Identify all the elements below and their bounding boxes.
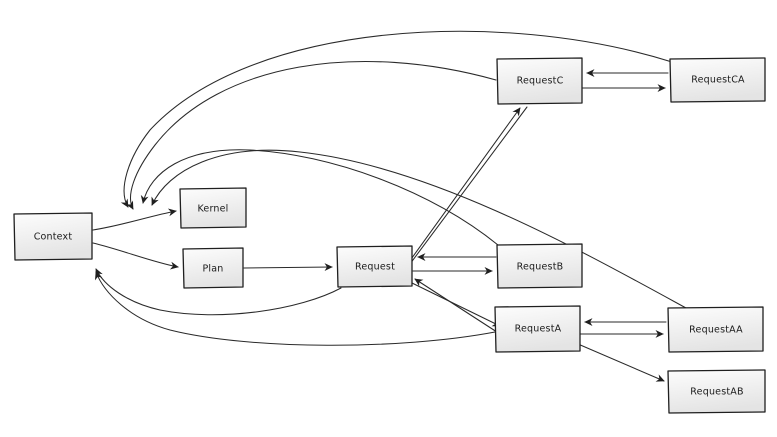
node-requestA-shape[interactable] bbox=[494, 305, 581, 353]
edge-request-to-context bbox=[95, 268, 342, 316]
edge-requestAA-to-context bbox=[151, 149, 687, 309]
node-context-label: Context bbox=[34, 232, 73, 243]
edge-request-to-requestA bbox=[411, 282, 501, 327]
node-requestC-shape[interactable] bbox=[496, 57, 583, 105]
edge-requestA-to-requestAB bbox=[577, 343, 665, 382]
edge-requestC-to-context bbox=[125, 61, 497, 210]
node-requestAB[interactable]: RequestAB bbox=[667, 369, 766, 414]
node-requestB-shape[interactable] bbox=[496, 243, 583, 289]
node-requestC[interactable]: RequestC bbox=[496, 57, 583, 105]
node-requestAB-shape[interactable] bbox=[667, 369, 766, 414]
node-request[interactable]: Request bbox=[336, 245, 413, 288]
edge-context-to-plan bbox=[92, 242, 179, 270]
node-requestAA-label: RequestAA bbox=[689, 325, 743, 336]
node-requestB-label: RequestB bbox=[517, 262, 564, 273]
node-requestAA-shape[interactable] bbox=[667, 306, 764, 353]
edge-requestA-to-context bbox=[94, 271, 496, 346]
node-kernel-shape[interactable] bbox=[179, 187, 247, 229]
node-requestC-label: RequestC bbox=[517, 76, 564, 87]
node-context-shape[interactable] bbox=[13, 212, 93, 261]
node-requestCA-shape[interactable] bbox=[669, 57, 766, 103]
edge-plan-to-request bbox=[243, 263, 333, 272]
edge-request-to-requestC bbox=[408, 107, 521, 263]
edge-requestB-to-context bbox=[140, 149, 499, 246]
edge-requestCA-to-context bbox=[120, 30, 673, 208]
node-requestB[interactable]: RequestB bbox=[496, 243, 583, 289]
node-kernel[interactable]: Kernel bbox=[179, 187, 247, 229]
node-requestCA[interactable]: RequestCA bbox=[669, 57, 766, 103]
node-plan-label: Plan bbox=[202, 264, 223, 275]
node-requestAB-label: RequestAB bbox=[690, 387, 743, 398]
node-requestA-label: RequestA bbox=[515, 324, 562, 335]
node-requestCA-label: RequestCA bbox=[691, 75, 745, 86]
edge-layer bbox=[92, 30, 687, 382]
node-context[interactable]: Context bbox=[13, 212, 93, 261]
node-requestAA[interactable]: RequestAA bbox=[667, 306, 764, 353]
node-plan-shape[interactable] bbox=[182, 247, 244, 289]
node-requestA[interactable]: RequestA bbox=[494, 305, 581, 353]
edge-context-to-kernel bbox=[92, 208, 177, 231]
node-layer: Context Kernel Plan Request RequestB Req… bbox=[13, 57, 766, 414]
edge-requestC-to-request bbox=[403, 106, 528, 273]
node-request-label: Request bbox=[355, 262, 395, 273]
node-request-shape[interactable] bbox=[336, 245, 413, 288]
edge-requestA-to-request bbox=[414, 278, 501, 335]
node-plan[interactable]: Plan bbox=[182, 247, 244, 289]
node-kernel-label: Kernel bbox=[197, 204, 228, 215]
